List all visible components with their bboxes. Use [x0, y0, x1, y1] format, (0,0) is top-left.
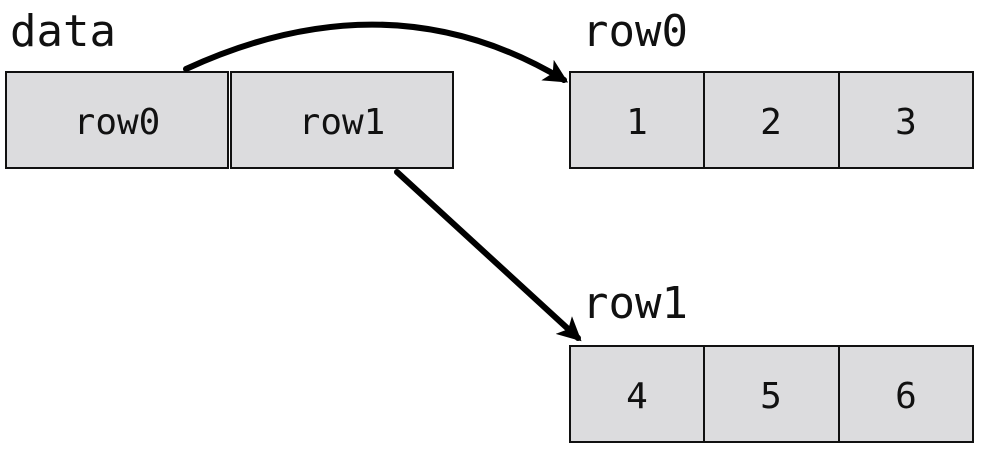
row1-array: row1 4 5 6 — [569, 278, 974, 443]
pointer-arrow-row1 — [394, 169, 582, 342]
data-array-label: data — [10, 6, 116, 57]
row0-cell-1: 2 — [703, 71, 840, 169]
row1-cell-1: 5 — [703, 345, 840, 443]
row1-cell-1-text: 5 — [760, 376, 782, 417]
data-cell-row1-text: row1 — [299, 102, 386, 143]
data-array: data row0 row1 — [5, 6, 454, 169]
row1-cell-0-text: 4 — [626, 376, 648, 417]
row1-cell-2: 6 — [838, 345, 974, 443]
pointer-arrow-row0 — [183, 21, 569, 83]
row0-cell-2-text: 3 — [895, 102, 917, 143]
row1-cell-0: 4 — [569, 345, 705, 443]
data-cell-row1: row1 — [230, 71, 454, 169]
row1-cell-2-text: 6 — [895, 376, 917, 417]
row0-array-label: row0 — [582, 6, 688, 57]
row0-cell-0: 1 — [569, 71, 705, 169]
data-cell-row0: row0 — [5, 71, 229, 169]
row0-cell-2: 3 — [838, 71, 974, 169]
row0-cell-1-text: 2 — [760, 102, 782, 143]
data-cell-row0-text: row0 — [74, 102, 161, 143]
row0-cell-0-text: 1 — [626, 102, 648, 143]
row0-array: row0 1 2 3 — [569, 6, 974, 169]
row1-array-label: row1 — [582, 278, 688, 329]
